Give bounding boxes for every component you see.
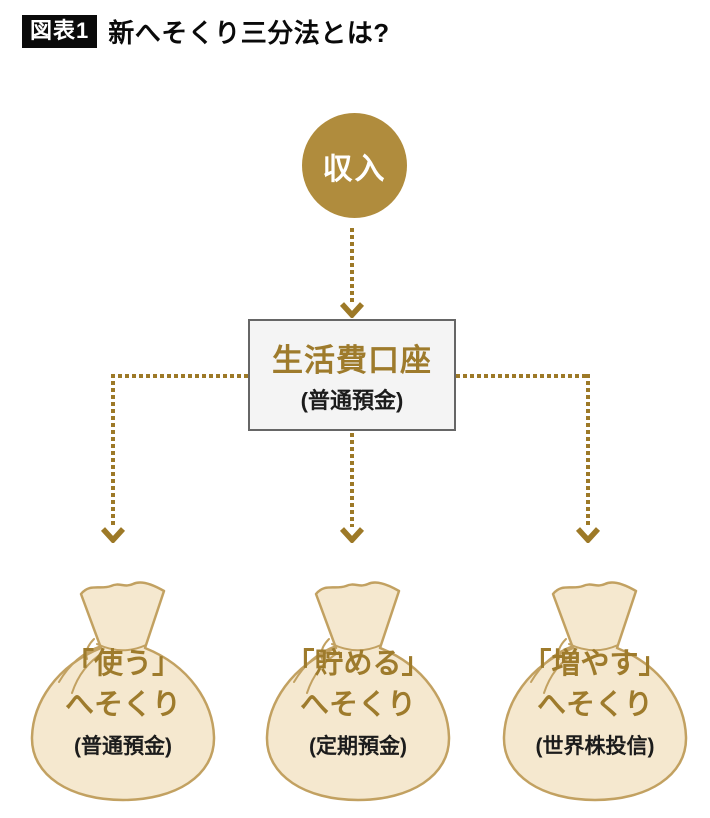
connector-left-vertical xyxy=(111,374,115,526)
bag-name-label: へそくり xyxy=(299,688,416,721)
moneybag-icon xyxy=(502,581,688,802)
arrowhead-down-icon xyxy=(575,527,601,543)
bag-action-label: 「貯める」 xyxy=(285,648,431,680)
page-title: 新へそくり三分法とは? xyxy=(108,18,390,48)
account-title: 生活費口座 xyxy=(272,343,432,378)
bag-text: 「貯める」 へそくり (定期預金) xyxy=(253,644,463,760)
income-node: 収入 xyxy=(302,113,407,218)
bag-text: 「使う」 へそくり (普通預金) xyxy=(18,644,228,760)
income-label: 収入 xyxy=(322,152,387,186)
arrowhead-down-icon xyxy=(100,527,126,543)
bag-text: 「増やす」 へそくり (世界株投信) xyxy=(490,644,700,760)
bag-action-label: 「増やす」 xyxy=(522,648,668,680)
bag-account-label: (定期預金) xyxy=(309,735,407,759)
bag-name-label: へそくり xyxy=(64,688,181,721)
connector-income-line xyxy=(350,228,354,302)
moneybag-spend: 「使う」 へそくり (普通預金) xyxy=(18,560,228,805)
arrowhead-down-icon xyxy=(339,302,365,318)
connector-right-horizontal xyxy=(456,374,590,378)
bag-account-label: (世界株投信) xyxy=(535,735,655,759)
moneybag-save: 「貯める」 へそくり (定期預金) xyxy=(253,560,463,805)
moneybag-icon xyxy=(265,581,451,802)
bag-name-label: へそくり xyxy=(536,688,653,721)
bag-action-label: 「使う」 xyxy=(64,648,181,680)
bag-account-label: (普通預金) xyxy=(74,735,172,759)
connector-right-vertical xyxy=(586,374,590,526)
moneybag-icon xyxy=(30,581,216,802)
figure-badge: 図表1 xyxy=(22,15,98,48)
connector-middle-vertical xyxy=(350,433,354,527)
account-box: 生活費口座 (普通預金) xyxy=(248,319,456,431)
arrowhead-down-icon xyxy=(339,527,365,543)
account-subtitle: (普通預金) xyxy=(300,388,404,413)
moneybag-grow: 「増やす」 へそくり (世界株投信) xyxy=(490,560,700,805)
connector-left-horizontal xyxy=(111,374,250,378)
header: 図表1 新へそくり三分法とは? xyxy=(22,13,390,50)
